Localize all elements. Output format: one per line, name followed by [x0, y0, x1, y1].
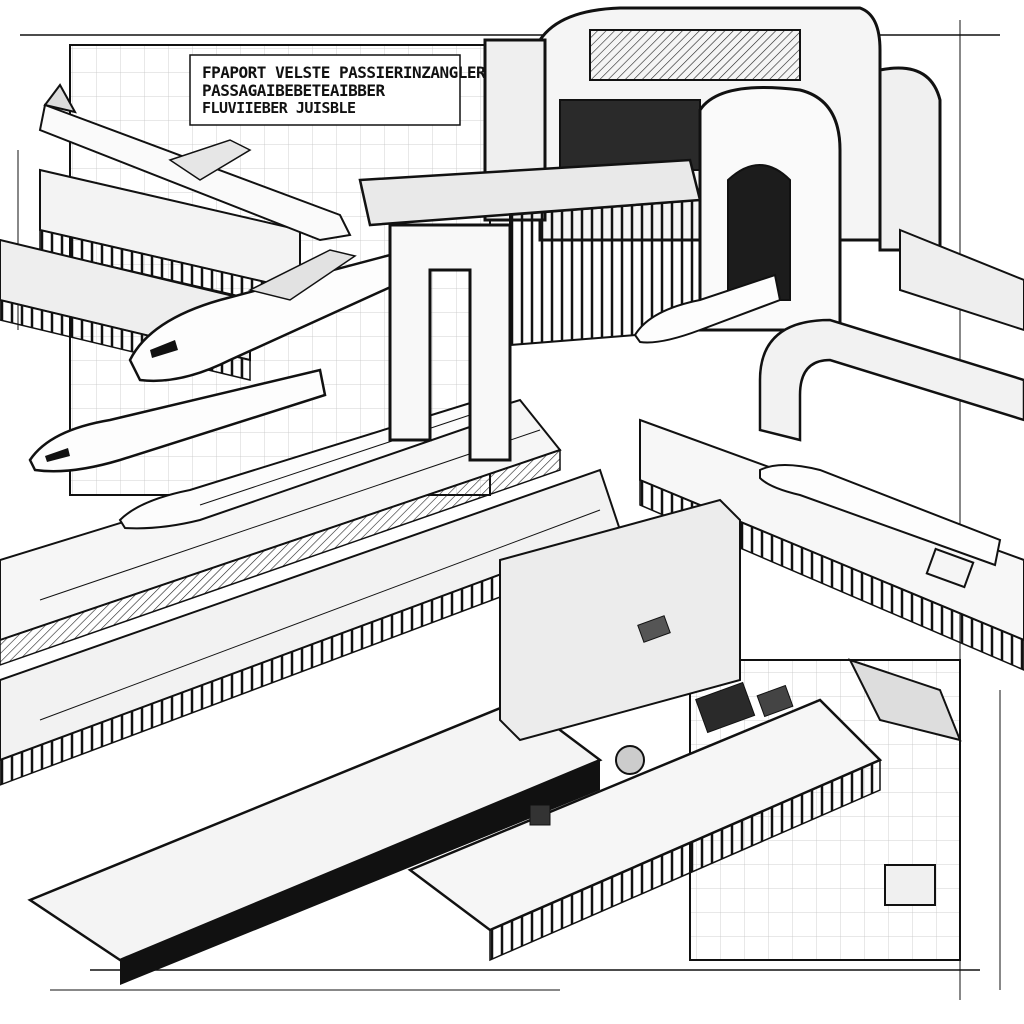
- central-terminal: [483, 6, 942, 332]
- rail-corridor-main: [0, 398, 622, 786]
- lower-platforms: [27, 498, 962, 985]
- vehicles-cluster: [529, 547, 975, 906]
- airplane-top: [38, 83, 352, 242]
- title-line-1: FPAPORT VELSTE PASSIERINZANGLER: [202, 63, 486, 82]
- terminal-gate-portal: [358, 158, 702, 462]
- title-line-3: FLUVIIEBER JUISBLE: [202, 99, 356, 117]
- title-line-2: PASSAGAIBEBETEAIBBER: [202, 81, 385, 100]
- curved-viaduct: [758, 318, 1024, 442]
- bullet-train-right: [633, 273, 1002, 567]
- title-block-frame: [189, 54, 461, 126]
- airplane-lower: [28, 368, 327, 473]
- title-block: FPAPORT VELSTE PASSIERINZANGLER PASSAGAI…: [190, 55, 486, 125]
